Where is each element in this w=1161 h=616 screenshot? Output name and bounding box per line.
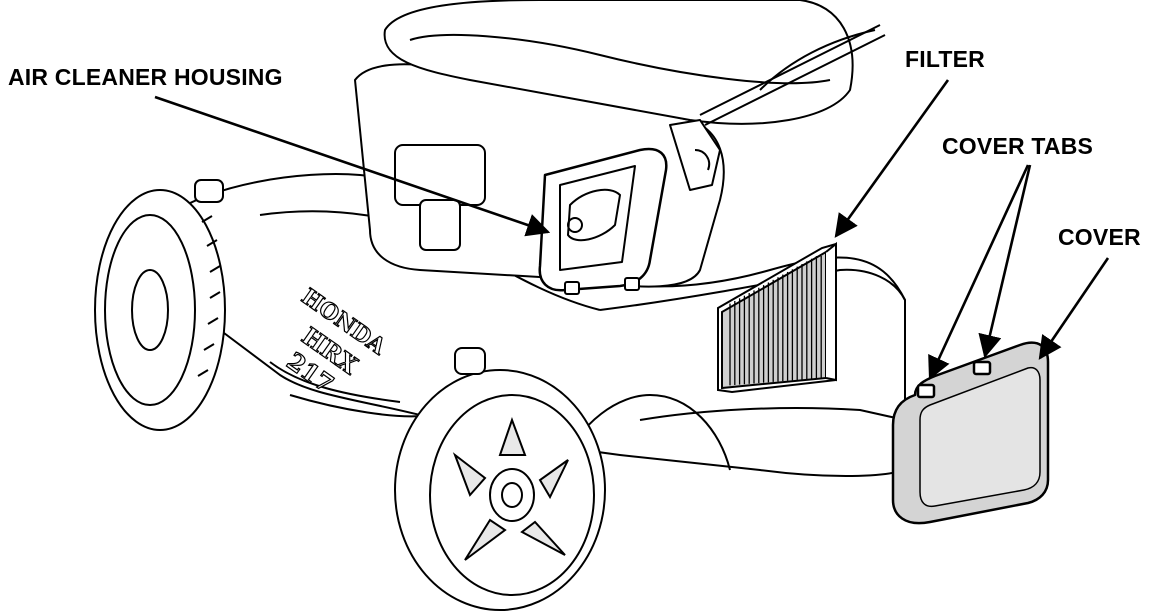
- cover-tab-arrow-left: [930, 165, 1028, 378]
- cover-tab-left: [918, 385, 934, 397]
- cover-tab-right: [974, 362, 990, 374]
- rear-left-wheel: [95, 190, 225, 430]
- engine: [355, 0, 853, 294]
- deck-bumper-left: [195, 180, 223, 202]
- air-filter: [718, 244, 836, 392]
- filter-arrow: [836, 80, 948, 236]
- cover-tabs-label: COVER TABS: [942, 133, 1093, 160]
- filter-label: FILTER: [905, 46, 985, 73]
- deck-bumper-front: [455, 348, 485, 374]
- air-cleaner-housing-label: AIR CLEANER HOUSING: [8, 64, 283, 91]
- front-wheel: [395, 370, 605, 610]
- cover-tab-arrow-right: [985, 165, 1030, 356]
- cover-label: COVER: [1058, 224, 1141, 251]
- air-cleaner-cover: [893, 343, 1048, 523]
- cover-arrow: [1040, 258, 1108, 358]
